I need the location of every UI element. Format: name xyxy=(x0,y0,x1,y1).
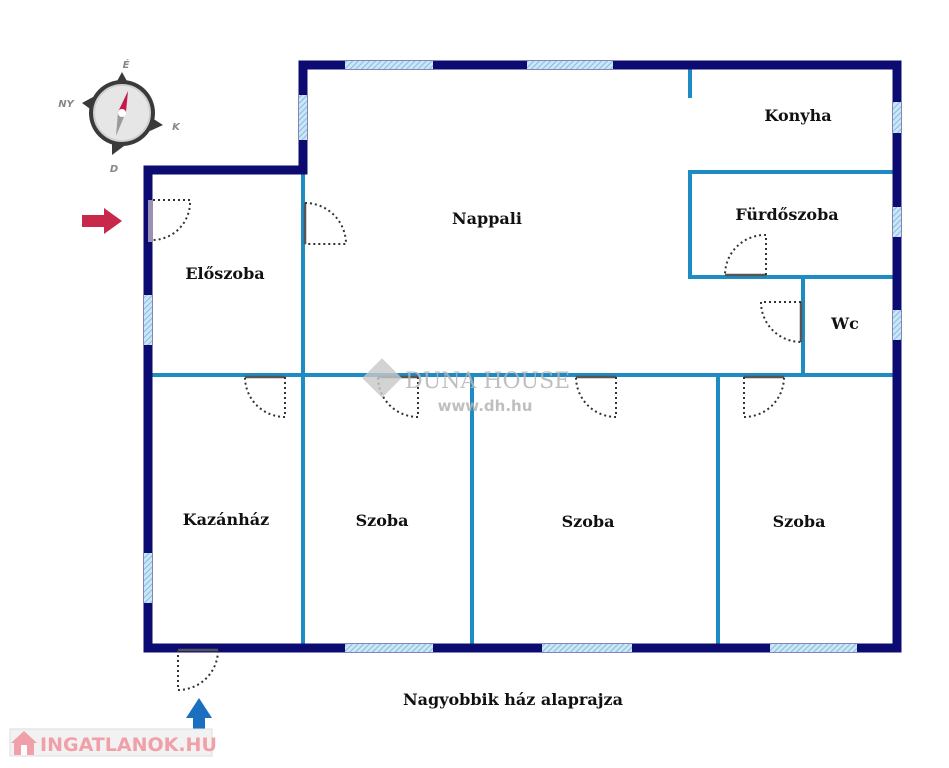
outer-wall xyxy=(143,60,902,653)
watermark-brand: DUNA HOUSE xyxy=(405,369,570,394)
room-label-nappali: Nappali xyxy=(452,209,522,228)
compass-icon: É K D NY xyxy=(58,58,181,175)
compass-south-label: D xyxy=(110,164,118,175)
room-label-kazanhaz: Kazánház xyxy=(183,510,269,529)
ingatlanok-logo: INGATLANOK.HU xyxy=(9,728,217,757)
entrance-arrow-icon xyxy=(82,208,122,234)
room-label-wc: Wc xyxy=(830,314,859,333)
inner-walls xyxy=(148,65,897,648)
room-label-konyha: Konyha xyxy=(764,106,831,125)
logo-text: INGATLANOK.HU xyxy=(40,734,217,756)
compass-east-label: K xyxy=(172,122,181,133)
room-label-szoba-2: Szoba xyxy=(562,512,615,531)
duna-house-watermark: DUNA HOUSE www.dh.hu xyxy=(362,358,570,415)
room-label-szoba-3: Szoba xyxy=(773,512,826,531)
watermark-url: www.dh.hu xyxy=(438,397,533,415)
room-label-szoba-1: Szoba xyxy=(356,511,409,530)
windows xyxy=(144,61,901,652)
room-label-furdoszoba: Fürdőszoba xyxy=(735,205,838,224)
compass-west-label: NY xyxy=(58,99,75,110)
exit-arrow-icon xyxy=(186,698,212,738)
plan-caption: Nagyobbik ház alaprajza xyxy=(403,690,623,709)
compass-north-label: É xyxy=(123,58,130,71)
room-label-eloszoba: Előszoba xyxy=(185,264,264,283)
